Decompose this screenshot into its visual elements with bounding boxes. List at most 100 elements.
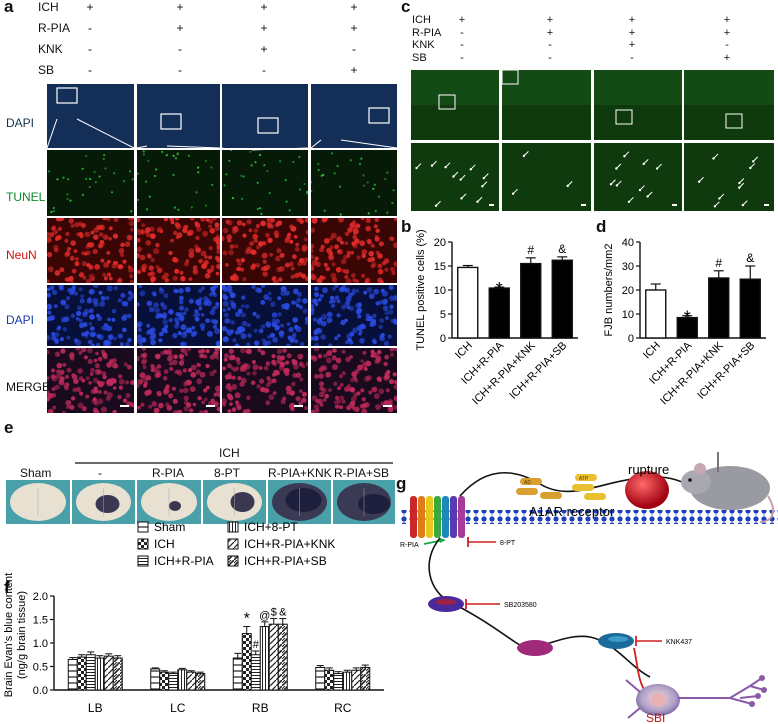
row-label: MERGE: [6, 380, 51, 394]
bar: [250, 654, 261, 691]
significance-mark: *: [684, 308, 691, 328]
y-tick-label: 0.0: [33, 685, 48, 697]
significance-mark: *: [244, 611, 250, 628]
bar: [645, 289, 667, 339]
rupture-label: rupture: [628, 462, 669, 477]
bar: [342, 671, 353, 691]
row-label: TUNEL: [6, 190, 46, 204]
zoom-guide-lines: [46, 118, 398, 151]
micrograph-tile: [222, 285, 308, 346]
signal-pathway-curve: [428, 537, 651, 678]
condition-sign: +: [628, 14, 636, 26]
condition-sign: -: [548, 51, 552, 64]
bar: [232, 657, 243, 691]
micrograph-tile: [47, 84, 134, 148]
micrograph-tile: [222, 84, 308, 148]
sb203580-label: SB203580: [504, 602, 537, 609]
significance-mark: #: [715, 256, 722, 270]
bar: [351, 669, 362, 691]
condition-sign: -: [460, 26, 464, 39]
legend-label: Sham: [154, 520, 185, 534]
y-axis-label: TUNEL positive cells (%): [415, 229, 427, 350]
y-tick-label: 40: [622, 237, 634, 249]
condition-sign: +: [458, 14, 466, 26]
bar: [277, 623, 288, 691]
condition-sign: -: [725, 39, 729, 51]
condition-label: ICH: [38, 0, 59, 14]
legend-label: ICH+8-PT: [244, 520, 298, 534]
panel-g-pathway-diagram: A1AR receptor AD ATP rupture R-PIA 8-PT …: [400, 452, 778, 724]
bar: [315, 666, 326, 691]
x-tick-label: ICH+R-PIA+SB: [695, 340, 757, 402]
significance-mark: &: [558, 242, 566, 256]
panel-e-letter: e: [4, 418, 14, 437]
bar: [186, 671, 197, 691]
bar: [67, 658, 78, 691]
y-tick-label: 10: [622, 309, 634, 321]
condition-sign: +: [628, 26, 636, 39]
brain-slice-photo: [203, 480, 266, 524]
ruptured-vessel-icon: [625, 471, 669, 509]
a1ar-receptor-icon: [410, 496, 465, 538]
bar: [195, 673, 206, 691]
panel-a-letter: a: [4, 0, 14, 16]
x-tick-label: ICH+R-PIA+SB: [507, 340, 569, 402]
legend-swatch: [137, 521, 149, 533]
condition-sign: +: [546, 26, 554, 39]
y-tick-label: 5: [440, 309, 446, 321]
bar: [103, 655, 114, 691]
micrograph-tile: [222, 218, 308, 283]
condition-sign: +: [628, 39, 636, 51]
bar: [360, 666, 371, 691]
x-tick-label: ICH: [453, 340, 475, 362]
panel-g-letter: g: [396, 474, 407, 493]
micrograph-tile: [311, 348, 397, 413]
ado-molecules-icon: AD: [516, 478, 562, 499]
mouse-icon: [681, 452, 775, 523]
panel-b-letter: b: [401, 217, 412, 236]
condition-sign: +: [350, 0, 358, 14]
micrograph-tile: [137, 84, 220, 148]
column-label: 8-PT: [214, 466, 241, 480]
bar: [708, 277, 730, 339]
fjb-micrograph-tile: [502, 143, 591, 211]
y-tick-label: 1.5: [33, 615, 48, 627]
bar: [150, 668, 161, 691]
micrograph-tile: [47, 150, 134, 216]
brain-slice-photo: [137, 480, 201, 524]
bar: [177, 669, 188, 691]
y-tick-label: 10: [434, 285, 446, 297]
x-tick-label: LC: [170, 701, 186, 715]
condition-sign: +: [86, 0, 94, 14]
group-label: ICH: [219, 446, 240, 460]
y-tick-label: 0: [440, 333, 446, 345]
bar: [112, 657, 123, 691]
fjb-micrograph-tile: [411, 143, 499, 211]
y-tick-label: 2.0: [33, 591, 48, 603]
legend-swatch: [137, 555, 149, 567]
fjb-micrograph-tile: [594, 70, 682, 140]
condition-sign: -: [460, 39, 464, 51]
condition-sign: +: [176, 21, 184, 35]
column-label: R-PIA+SB: [334, 466, 390, 480]
bar: [268, 623, 279, 691]
column-label: R-PIA: [152, 466, 185, 480]
brain-slice-photo: [72, 480, 135, 524]
condition-sign: +: [260, 42, 268, 56]
bar: [333, 673, 344, 691]
bar: [551, 259, 573, 339]
x-tick-label: RB: [252, 701, 269, 715]
bar: [259, 626, 270, 691]
condition-sign: +: [546, 14, 554, 26]
y-tick-label: 20: [622, 285, 634, 297]
micrograph-tile: [47, 218, 134, 283]
micrograph-tile: [311, 84, 397, 148]
row-label: DAPI: [6, 313, 35, 327]
condition-sign: -: [460, 51, 464, 64]
x-tick-label: RC: [334, 701, 352, 715]
brain-slice-photo: [6, 480, 70, 524]
significance-mark: *: [496, 279, 503, 299]
column-label: -: [98, 466, 102, 480]
